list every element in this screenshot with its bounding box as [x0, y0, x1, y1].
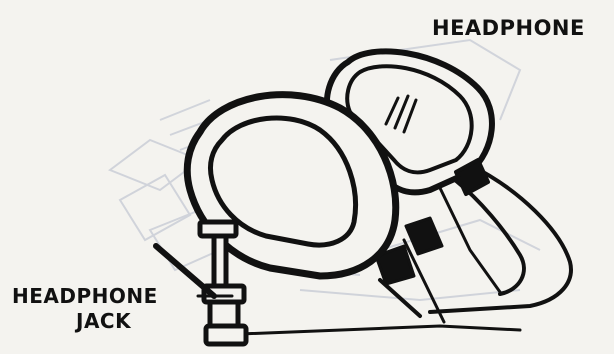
- headphone-jack-label-line1: HEADPHONE: [12, 286, 158, 306]
- headphone-label: HEADPHONE: [432, 18, 585, 39]
- base-line: [240, 326, 520, 334]
- headphone-jack-label-line2: JACK: [76, 311, 131, 331]
